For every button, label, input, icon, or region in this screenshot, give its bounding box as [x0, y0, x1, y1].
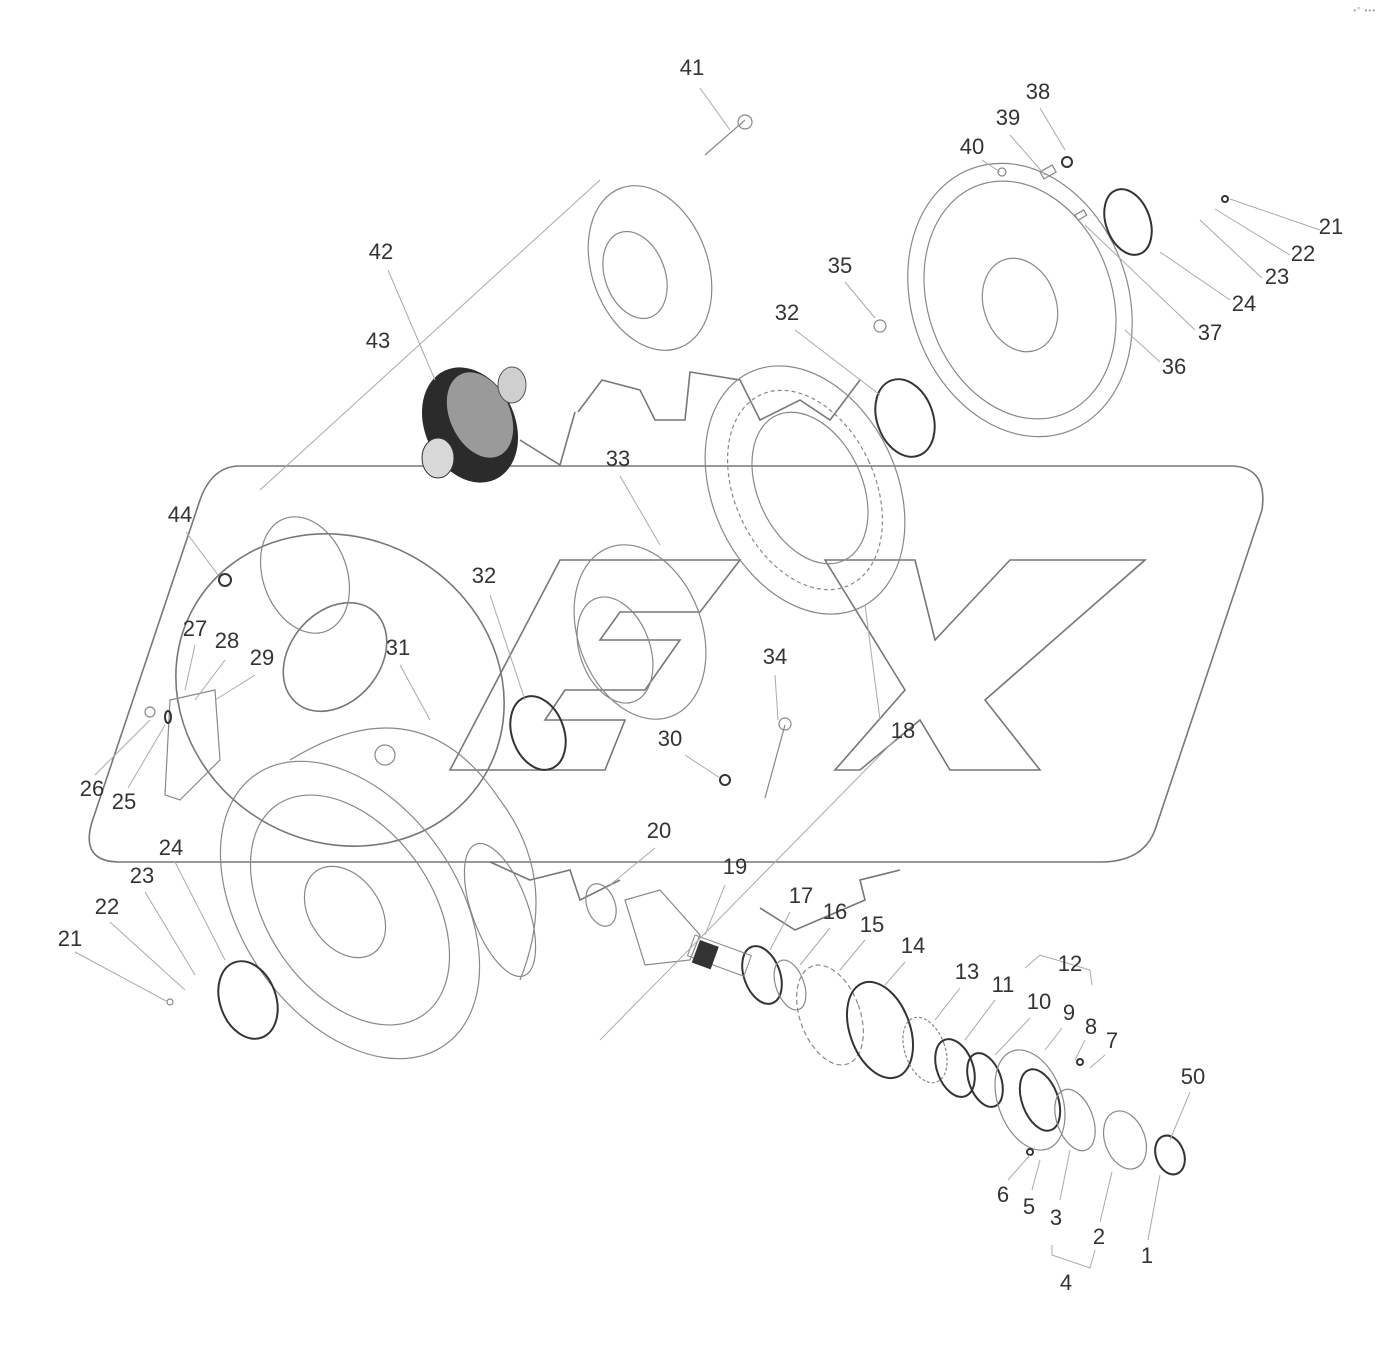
callout-22: 22 [1290, 241, 1316, 266]
callout-41: 41 [679, 55, 705, 80]
callout-39: 39 [995, 105, 1021, 130]
callout-10: 10 [1026, 989, 1052, 1014]
side-cover [164, 516, 351, 801]
callout-2: 2 [1092, 1224, 1106, 1249]
callout-30: 30 [657, 726, 683, 751]
callout-13: 13 [954, 959, 980, 984]
callout-26: 26 [79, 776, 105, 801]
carrier-plate [907, 162, 1133, 438]
callout-8: 8 [1084, 1014, 1098, 1039]
callout-5: 5 [1022, 1194, 1036, 1219]
callout-24: 24 [158, 835, 184, 860]
callout-37: 37 [1197, 320, 1223, 345]
axle-housing [219, 727, 537, 1060]
callout-24: 24 [1231, 291, 1257, 316]
callout-23: 23 [1264, 264, 1290, 289]
callout-7: 7 [1105, 1028, 1119, 1053]
diff-case-lower [573, 544, 707, 720]
callout-42: 42 [368, 239, 394, 264]
callout-11: 11 [991, 972, 1015, 997]
callout-32: 32 [774, 300, 800, 325]
leader-lines [74, 87, 1321, 1269]
differential-unit [421, 366, 527, 483]
callout-17: 17 [788, 883, 814, 908]
callout-34: 34 [762, 644, 788, 669]
callout-19: 19 [722, 854, 748, 879]
callout-1: 1 [1140, 1243, 1154, 1268]
callout-4: 4 [1059, 1270, 1073, 1295]
callout-31: 31 [385, 635, 411, 660]
ring-gear [704, 365, 906, 615]
callout-21: 21 [1318, 214, 1344, 239]
callout-3: 3 [1049, 1205, 1063, 1230]
callout-43: 43 [365, 328, 391, 353]
callout-44: 44 [167, 502, 193, 527]
callout-14: 14 [900, 933, 926, 958]
callout-29: 29 [249, 645, 275, 670]
callout-27: 27 [182, 616, 208, 641]
callout-20: 20 [646, 818, 672, 843]
callout-16: 16 [822, 899, 848, 924]
callout-35: 35 [827, 253, 853, 278]
bearings-and-rings [217, 188, 1186, 1176]
watermark-outline [88, 371, 1264, 931]
callout-22: 22 [94, 894, 120, 919]
corner-mark: •° ••• [1353, 6, 1376, 15]
callout-9: 9 [1062, 1000, 1076, 1025]
callout-21: 21 [57, 926, 83, 951]
callout-12: 12 [1057, 951, 1083, 976]
callout-32: 32 [471, 563, 497, 588]
callout-33: 33 [605, 446, 631, 471]
fasteners [144, 114, 1229, 1156]
callout-25: 25 [111, 789, 137, 814]
callout-50: 50 [1180, 1064, 1206, 1089]
callout-6: 6 [996, 1182, 1010, 1207]
pinion-shaft [624, 889, 753, 977]
callout-40: 40 [959, 134, 985, 159]
callout-23: 23 [129, 863, 155, 888]
callout-15: 15 [859, 912, 885, 937]
callout-38: 38 [1025, 79, 1051, 104]
diff-case-upper [587, 185, 713, 351]
callout-28: 28 [214, 628, 240, 653]
callout-18: 18 [890, 718, 916, 743]
callout-36: 36 [1161, 354, 1187, 379]
